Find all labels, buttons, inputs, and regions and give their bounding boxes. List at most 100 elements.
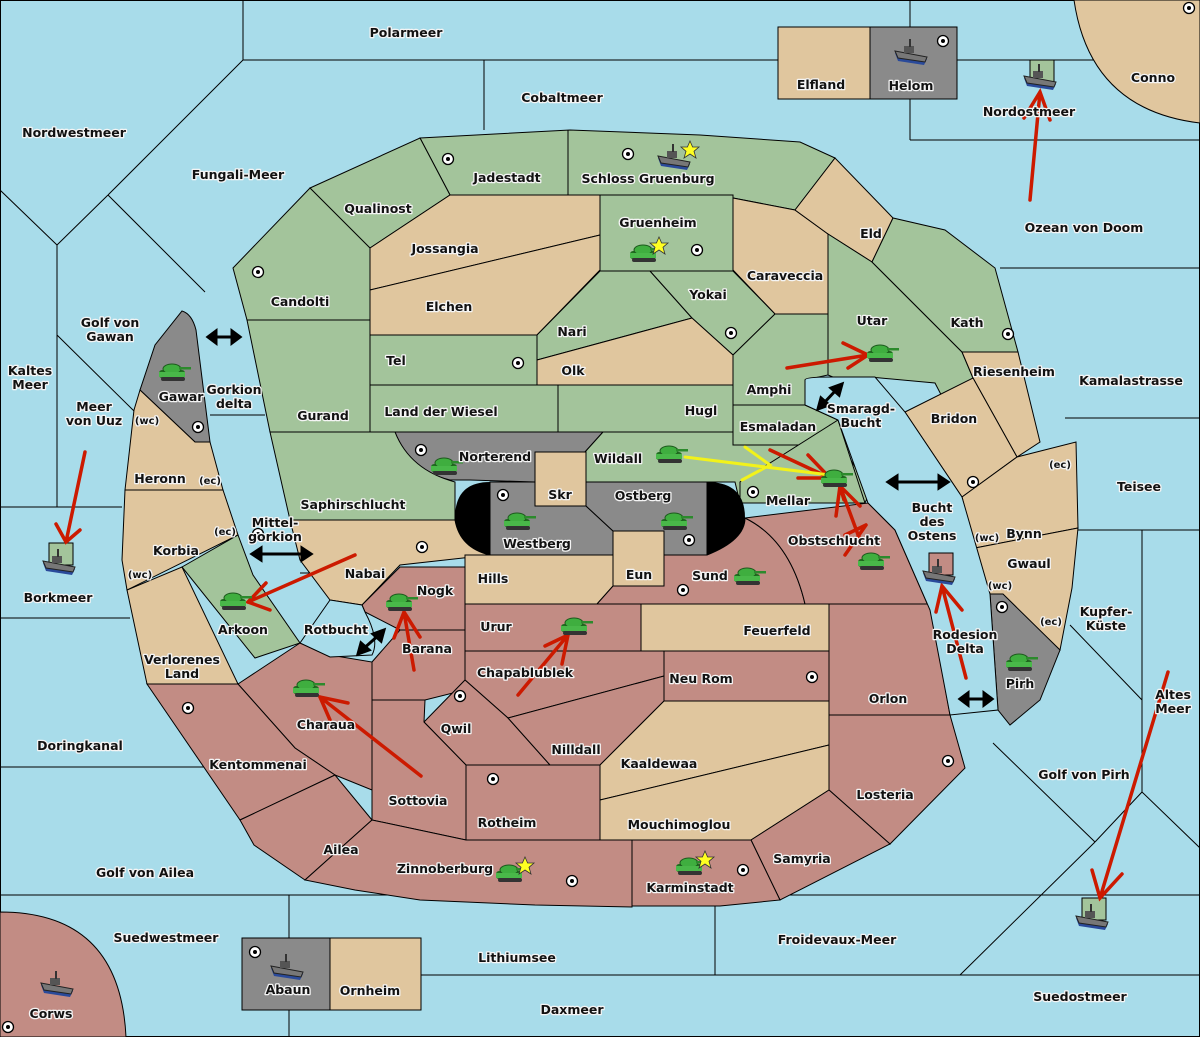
label: Smaragd- xyxy=(827,401,895,416)
supply-center-icon xyxy=(724,326,738,340)
label: Eun xyxy=(626,567,652,582)
label: Froidevaux-Meer xyxy=(778,932,897,947)
label: Urur xyxy=(480,619,512,634)
label: Schloss Gruenburg xyxy=(581,171,714,186)
label: Land der Wiesel xyxy=(384,404,497,419)
label: Pirh xyxy=(1006,676,1035,691)
territory-neu-rom[interactable] xyxy=(663,650,830,702)
territory-corws[interactable] xyxy=(0,911,127,1037)
label: Teisee xyxy=(1117,479,1161,494)
label: Daxmeer xyxy=(540,1002,604,1017)
label: Golf von xyxy=(81,315,140,330)
label: Meer xyxy=(1155,701,1191,716)
supply-center-icon xyxy=(690,243,704,257)
territory-conno[interactable] xyxy=(1073,0,1200,124)
supply-center-icon xyxy=(936,34,950,48)
territory-ornheim[interactable] xyxy=(329,937,422,1011)
territory-korbia[interactable] xyxy=(121,489,239,591)
territory-karminstadt[interactable] xyxy=(631,839,781,907)
label: Land xyxy=(165,666,199,681)
label: Cobaltmeer xyxy=(521,90,603,105)
supply-center-icon xyxy=(565,874,579,888)
label: Ornheim xyxy=(340,983,400,998)
sea-smaragd-ostens[interactable] xyxy=(804,376,999,716)
label: Heronn xyxy=(134,471,186,486)
label: Amphi xyxy=(747,382,792,397)
label: Nogk xyxy=(417,583,454,598)
label: gorkion xyxy=(248,529,302,544)
label: Borkmeer xyxy=(24,590,94,605)
label: Esmaladan xyxy=(740,419,816,434)
label: Verlorenes xyxy=(144,652,220,667)
label: Mellar xyxy=(766,493,811,508)
supply-center-icon xyxy=(676,583,690,597)
supply-center-icon xyxy=(746,485,760,499)
label: Barana xyxy=(402,641,452,656)
labels: Polarmeer Cobaltmeer Nordwestmeer Fungal… xyxy=(7,24,1193,1023)
label: Meer xyxy=(76,399,112,414)
supply-center-icon xyxy=(621,147,635,161)
label: Golf von Ailea xyxy=(96,865,194,880)
territory-losteria[interactable] xyxy=(828,714,966,845)
label: Elfland xyxy=(797,77,845,92)
label: Elchen xyxy=(426,299,473,314)
label: (ec) xyxy=(1049,460,1071,471)
label: Doringkanal xyxy=(37,738,123,753)
order-arrow xyxy=(244,553,357,612)
label: Utar xyxy=(857,313,889,328)
label: (ec) xyxy=(214,527,236,538)
territory-riesenheim[interactable] xyxy=(961,351,1041,458)
label: Feuerfeld xyxy=(743,623,810,638)
label: Yokai xyxy=(688,287,727,302)
label: Suedwestmeer xyxy=(114,930,220,945)
label: Norterend xyxy=(459,449,531,464)
territory-tel[interactable] xyxy=(369,334,538,386)
territory-zinnoberburg[interactable] xyxy=(303,819,633,908)
supply-center-icon xyxy=(248,945,262,959)
label: Kentommenai xyxy=(209,757,307,772)
label: Riesenheim xyxy=(973,364,1055,379)
label: von Uuz xyxy=(66,413,122,428)
label: Polarmeer xyxy=(370,25,444,40)
label: Caraveccia xyxy=(747,268,823,283)
order-arrow xyxy=(1022,87,1052,202)
label: Qwil xyxy=(441,721,472,736)
label: Ailea xyxy=(323,842,358,857)
label: Mouchimoglou xyxy=(628,817,731,832)
label: Bucht xyxy=(912,500,953,515)
label: Zinnoberburg xyxy=(397,861,493,876)
order-arrow xyxy=(1090,670,1170,902)
label: Olk xyxy=(561,363,585,378)
label: Hills xyxy=(478,571,509,586)
territory-saphirschlucht[interactable] xyxy=(269,431,456,521)
label: Gruenheim xyxy=(619,215,696,230)
label: Losteria xyxy=(856,787,913,802)
label: Korbia xyxy=(153,543,199,558)
label: Abaun xyxy=(266,982,311,997)
label: Ozean von Doom xyxy=(1025,220,1144,235)
territory-elfland[interactable] xyxy=(777,26,871,100)
label: Charaua xyxy=(297,717,355,732)
label: Altes xyxy=(1155,687,1191,702)
territory-feuerfeld[interactable] xyxy=(640,603,830,652)
order-arrow xyxy=(934,582,968,680)
label: Bucht xyxy=(841,415,882,430)
label: (wc) xyxy=(975,533,999,544)
label: Rotheim xyxy=(478,815,537,830)
label: Westberg xyxy=(503,536,571,551)
label: Ostens xyxy=(908,528,957,543)
label: Chapablublek xyxy=(477,665,574,680)
label: Candolti xyxy=(271,294,330,309)
supply-center-icon xyxy=(453,689,467,703)
territory-hugl[interactable] xyxy=(557,384,734,433)
supply-center-icon xyxy=(496,488,510,502)
label: Wildall xyxy=(594,451,642,466)
territory-gruenheim[interactable] xyxy=(599,194,734,272)
support-arrow xyxy=(683,445,832,482)
label: Obstschlucht xyxy=(788,533,880,548)
label: Suedostmeer xyxy=(1033,989,1127,1004)
label: Küste xyxy=(1086,618,1126,633)
territory-kentommenai[interactable] xyxy=(146,683,337,821)
label: Rotbucht xyxy=(304,622,368,637)
supply-center-icon xyxy=(486,772,500,786)
